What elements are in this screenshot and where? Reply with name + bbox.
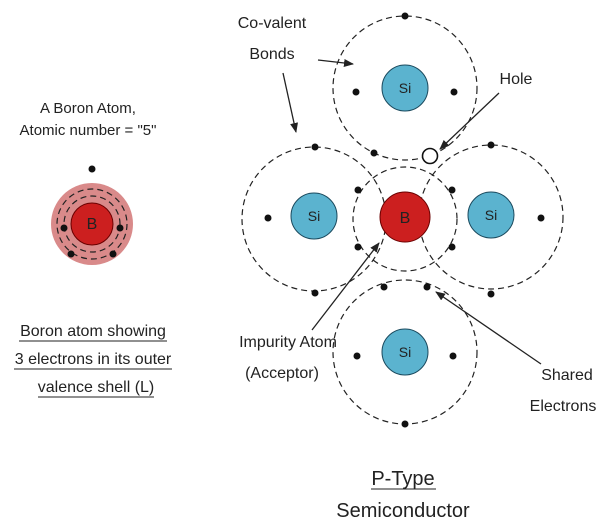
covalent-arrow-down xyxy=(282,72,298,133)
electron xyxy=(311,289,319,297)
orbit-center-boron xyxy=(352,166,458,272)
electron xyxy=(487,141,495,149)
covalent-arrow-right xyxy=(317,59,354,67)
impurity-atom-label: (Acceptor) xyxy=(245,365,319,382)
silicon-atom-bottom xyxy=(381,328,429,376)
silicon-atom-right xyxy=(467,191,515,239)
boron-atom-label: A Boron Atom, xyxy=(40,100,136,117)
boron-symbol: B xyxy=(87,216,98,233)
electron xyxy=(423,283,431,291)
boron-impurity-atom xyxy=(379,191,431,243)
electron xyxy=(352,88,360,96)
electron xyxy=(353,352,361,360)
electron xyxy=(448,186,456,194)
electron xyxy=(448,243,456,251)
shared-electrons-label: Electrons xyxy=(530,398,597,415)
electron xyxy=(354,243,362,251)
electron xyxy=(264,214,272,222)
electron xyxy=(109,250,117,258)
shared-electrons-label: Shared xyxy=(541,367,593,384)
electron xyxy=(380,283,388,291)
hole-label: Hole xyxy=(500,71,533,88)
impurity-atom-label: Impurity Atom xyxy=(239,334,337,351)
boron-caption-line-1: Boron atom showing xyxy=(20,323,166,340)
silicon-atom-left xyxy=(290,192,338,240)
electron xyxy=(537,214,545,222)
electron xyxy=(354,186,362,194)
electron xyxy=(88,165,96,173)
silicon-atom-top xyxy=(381,64,429,112)
lattice: Si Si Si Si B xyxy=(241,12,564,428)
diagram-title: Semiconductor xyxy=(336,500,470,522)
boron-caption-line-3: valence shell (L) xyxy=(38,379,155,396)
electron xyxy=(401,420,409,428)
diagram-title: P-Type xyxy=(371,468,434,490)
electron xyxy=(116,224,124,232)
electron xyxy=(60,224,68,232)
covalent-bonds-label: Bonds xyxy=(249,46,294,63)
orbit-top-si xyxy=(332,15,478,161)
electron xyxy=(67,250,75,258)
silicon-symbol: Si xyxy=(308,208,320,224)
silicon-symbol: Si xyxy=(399,344,411,360)
hole-marker xyxy=(421,147,439,165)
electron xyxy=(449,352,457,360)
covalent-bonds-label: Co-valent xyxy=(238,15,307,32)
boron-nucleus xyxy=(70,202,114,246)
hole-arrow xyxy=(439,92,500,150)
electron xyxy=(401,12,409,20)
electron xyxy=(487,290,495,298)
electron xyxy=(450,88,458,96)
electron xyxy=(311,143,319,151)
boron-caption-line-2: 3 electrons in its outer xyxy=(15,351,172,368)
shared-electrons-arrow xyxy=(435,291,542,365)
boron-outer-shell xyxy=(56,188,128,260)
boron-atom-diagram: B xyxy=(51,165,133,265)
electron xyxy=(370,149,378,157)
silicon-symbol: Si xyxy=(399,80,411,96)
boron-symbol: B xyxy=(400,210,411,227)
impurity-arrow xyxy=(311,242,380,331)
silicon-symbol: Si xyxy=(485,207,497,223)
atomic-number-label: Atomic number = "5" xyxy=(20,122,157,139)
boron-inner-shell xyxy=(63,195,121,253)
